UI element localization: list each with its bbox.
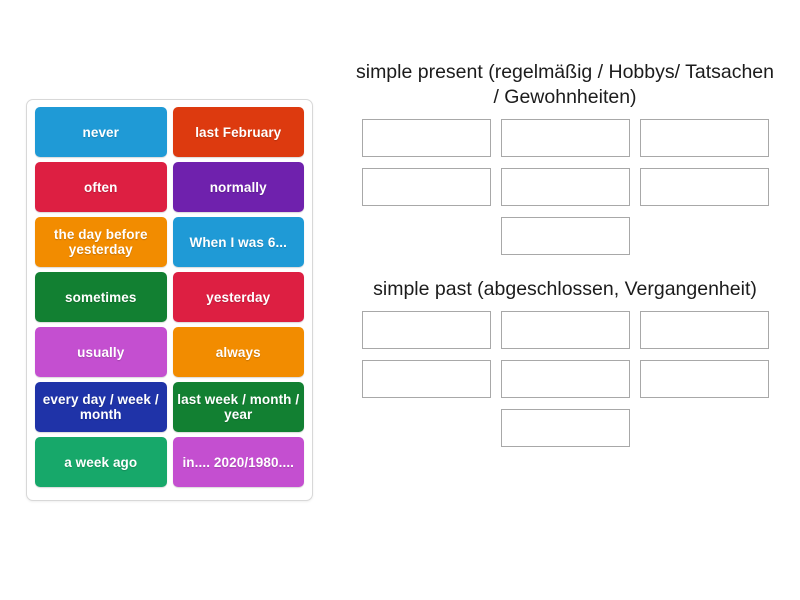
- group-simple-past: simple past (abgeschlossen, Vergangenhei…: [345, 277, 785, 447]
- dropzone-grid-simple-past: [345, 311, 785, 447]
- dropzone-simple-present-1[interactable]: [361, 119, 491, 157]
- word-tile[interactable]: sometimes: [35, 272, 167, 322]
- dropzone-simple-past-5[interactable]: [500, 360, 630, 398]
- word-tile[interactable]: last week / month / year: [172, 382, 304, 432]
- word-tile[interactable]: normally: [172, 162, 304, 212]
- dropzone-simple-present-4[interactable]: [361, 168, 491, 206]
- dropzone-simple-past-4[interactable]: [361, 360, 491, 398]
- dropzone-simple-past-2[interactable]: [500, 311, 630, 349]
- group-simple-present: simple present (regelmäßig / Hobbys/ Tat…: [345, 60, 785, 255]
- dropzone-grid-simple-present: [345, 119, 785, 255]
- word-tile[interactable]: a week ago: [35, 437, 167, 487]
- word-tile[interactable]: When I was 6...: [172, 217, 304, 267]
- dropzone-simple-past-3[interactable]: [639, 311, 769, 349]
- word-tile[interactable]: never: [35, 107, 167, 157]
- word-tile[interactable]: often: [35, 162, 167, 212]
- group-sort-columns: simple present (regelmäßig / Hobbys/ Tat…: [345, 60, 785, 447]
- dropzone-simple-past-6[interactable]: [639, 360, 769, 398]
- dropzone-simple-present-2[interactable]: [500, 119, 630, 157]
- word-tile[interactable]: always: [172, 327, 304, 377]
- group-heading-simple-past: simple past (abgeschlossen, Vergangenhei…: [373, 278, 757, 300]
- dropzone-simple-present-7[interactable]: [500, 217, 630, 255]
- word-tile[interactable]: every day / week / month: [35, 382, 167, 432]
- word-tile[interactable]: in.... 2020/1980....: [172, 437, 304, 487]
- dropzone-simple-present-5[interactable]: [500, 168, 630, 206]
- group-heading-simple-present: simple present (regelmäßig / Hobbys/ Tat…: [355, 61, 774, 108]
- word-tile[interactable]: the day before yesterday: [35, 217, 167, 267]
- dropzone-simple-present-3[interactable]: [639, 119, 769, 157]
- dropzone-simple-present-6[interactable]: [639, 168, 769, 206]
- dropzone-simple-past-1[interactable]: [361, 311, 491, 349]
- word-tile[interactable]: last February: [172, 107, 304, 157]
- word-tile[interactable]: yesterday: [172, 272, 304, 322]
- word-tile[interactable]: usually: [35, 327, 167, 377]
- dropzone-simple-past-7[interactable]: [500, 409, 630, 447]
